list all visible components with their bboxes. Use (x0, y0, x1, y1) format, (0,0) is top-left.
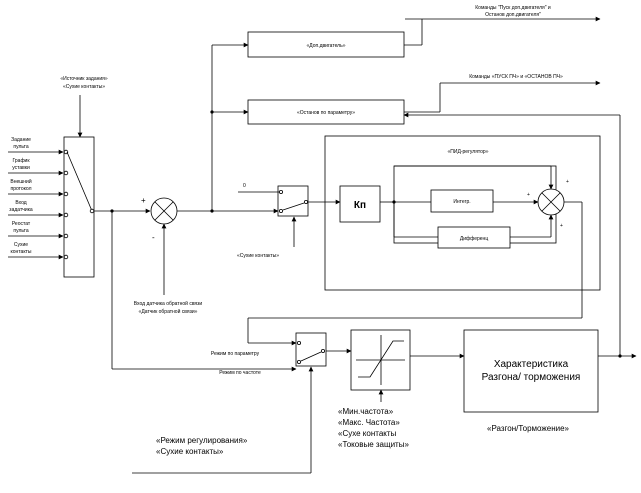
contact-5 (63, 233, 69, 239)
integ-block (430, 189, 494, 213)
reg-mode-label-line2: «Сухие контакты» (156, 447, 224, 456)
junction-sum-out (210, 209, 214, 213)
diff-label: Дифференц (460, 236, 489, 242)
mode-switch-lever (300, 351, 322, 362)
limit-current-protection: «Токовые защиты» (338, 440, 409, 449)
limiter-curve (358, 340, 404, 378)
source-input-label-line1: Вход (15, 200, 26, 206)
limit-min-freq: «Мин.частота» (338, 407, 394, 416)
feedback-label-line1: Вход датчика обратной связи (134, 300, 203, 307)
pid-sum-x-2 (541, 192, 561, 212)
contact-3 (63, 191, 69, 197)
limit-dry-contacts: «Сухе контакты (338, 429, 397, 438)
param-stop-block (247, 99, 405, 125)
pid-switch-contact-bottom (278, 208, 283, 213)
zero-input-label: 0 (243, 183, 246, 189)
source-input-label-line2: протокол (10, 186, 31, 192)
contact-1 (63, 149, 69, 155)
source-selector-block (63, 136, 95, 278)
dry-contacts-label: «Сухие контакты» (237, 253, 279, 259)
source-input-label-line2: задатчика (9, 207, 33, 213)
pid-switch-contact-top (278, 189, 283, 194)
source-input-label-line2: контакты (11, 249, 32, 255)
pid-sum-plus-bottom: + (560, 223, 563, 229)
start-stop-commands-line2: Останов доп.двигателя" (485, 12, 541, 18)
kp-label: Кп (354, 200, 366, 211)
source-input-label-line1: Сухие (14, 242, 28, 248)
mode-contact-top (296, 340, 301, 345)
pid-switch-lever (282, 202, 305, 211)
pid-sum-plus-top: + (566, 179, 569, 185)
contact-2 (63, 170, 69, 176)
characteristic-label-line2: Разгона/ торможения (482, 372, 581, 383)
junction-output (618, 354, 622, 358)
mode-contact-bottom (296, 359, 301, 364)
mode-freq-label: Режим по частоте (219, 370, 261, 376)
source-input-label-line1: График (12, 158, 30, 164)
contact-6 (63, 254, 69, 260)
source-input-label-line2: пульта (13, 228, 28, 234)
mode-switch-block (295, 332, 327, 367)
limits-labels: «Мин.частота» «Макс. Частота» «Сухе конт… (338, 407, 409, 449)
start-stop-commands-line1: Команды "Пуск доп.двигателя" и (475, 5, 551, 11)
mode-switch-pivot (320, 348, 325, 353)
source-input-label-line1: Реостат (12, 221, 31, 227)
selector-pivot (89, 208, 95, 214)
source-input-label-line1: Задание (11, 137, 31, 143)
param-stop-label: «Останов по параметру» (297, 110, 355, 116)
selector-switch (66, 151, 93, 212)
source-input-label-line1: Внешний (10, 178, 31, 185)
aux-motor-label: «Доп.двигатель» (306, 43, 345, 49)
characteristic-block (463, 329, 599, 413)
pid-switch-pivot (303, 199, 308, 204)
kp-block (339, 185, 381, 223)
sum-x-2 (154, 201, 174, 221)
source-input-label-line2: пульта (13, 144, 28, 150)
contact-4 (63, 212, 69, 218)
characteristic-label-line1: Характеристика (494, 359, 569, 370)
limit-max-freq: «Макс. Частота» (338, 418, 400, 427)
integ-label: Интегр. (453, 199, 470, 205)
sum-minus: - (152, 233, 155, 242)
mode-param-label: Режим по параметру (211, 351, 260, 357)
source-title-line2: «Сухие контакты» (63, 84, 105, 90)
pid-frame (324, 135, 601, 291)
pch-commands-label: Команды «ПУСК ПЧ» и «ОСТАНОВ ПЧ» (469, 74, 563, 80)
pid-title: «ПИД-регулятор» (448, 149, 489, 155)
source-inputs: ЗаданиепультаГрафикуставкиВнешнийпротоко… (8, 137, 64, 260)
pid-sum-plus-left: + (527, 192, 530, 198)
source-input-label-line2: уставки (12, 165, 30, 171)
feedback-label-line2: «Датчик обратной связи» (139, 308, 198, 315)
junction-branch-top (210, 110, 214, 114)
accel-label: «Разгон/Торможение» (487, 424, 570, 433)
sum-plus: + (141, 196, 146, 205)
source-title-line1: «Источник задания» (60, 76, 108, 82)
reg-mode-label-line1: «Режим регулирования» (156, 436, 248, 445)
diff-block (437, 226, 511, 249)
